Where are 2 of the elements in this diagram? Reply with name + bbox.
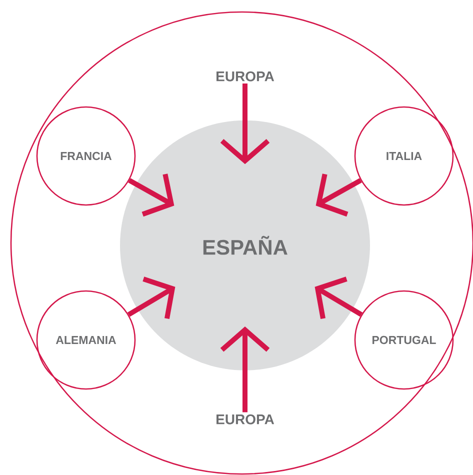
region-label: EUROPA (216, 414, 274, 424)
region-label: EUROPA (216, 71, 274, 82)
